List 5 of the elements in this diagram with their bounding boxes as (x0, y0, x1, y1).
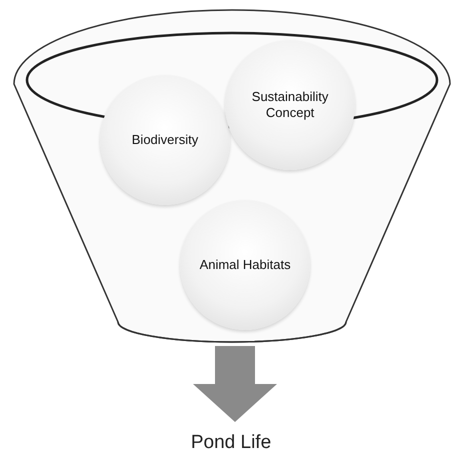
block-arrow (193, 346, 277, 422)
bubble-label: Sustainability Concept (250, 89, 330, 120)
bubble-label: Biodiversity (130, 132, 200, 148)
bubble-label: Animal Habitats (198, 257, 292, 273)
output-label: Pond Life (190, 432, 272, 454)
